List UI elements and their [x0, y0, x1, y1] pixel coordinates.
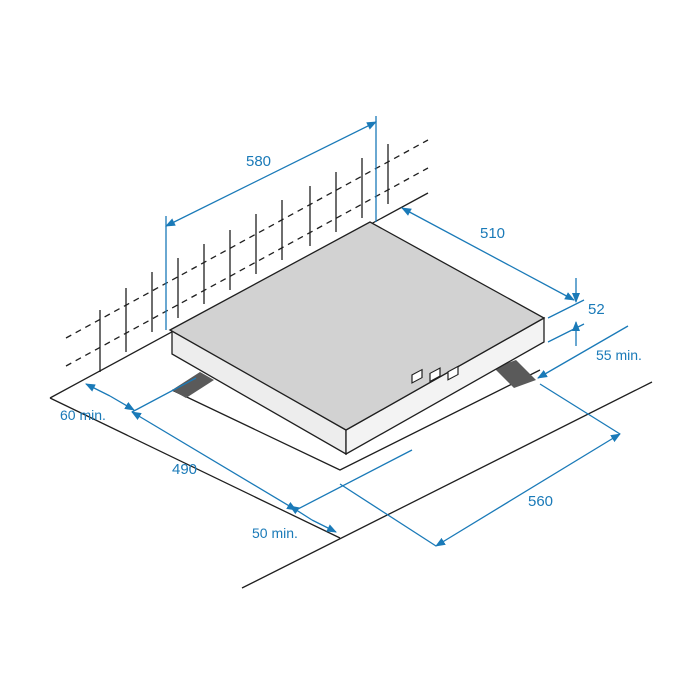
dimension-50-arrow-a — [289, 505, 313, 521]
dimension-52-ext-bottom — [547, 323, 585, 343]
hob-top-surface — [168, 221, 546, 431]
label-front-clearance: 50 min. — [252, 525, 298, 541]
knob-icon — [411, 368, 423, 384]
support-bracket-left — [172, 372, 214, 398]
dimension-60-arrow-b — [109, 395, 135, 411]
label-height: 52 — [588, 301, 605, 318]
dimension-490-line — [131, 411, 297, 511]
extension-line — [131, 377, 197, 413]
label-cutout-depth: 490 — [172, 461, 197, 478]
dimension-labels: 580 510 52 55 min. 60 min. 490 560 50 mi… — [60, 153, 642, 541]
knob-icon — [447, 365, 459, 381]
dimension-lines — [85, 116, 629, 547]
extension-line — [539, 383, 621, 435]
label-depth-top: 510 — [480, 225, 505, 242]
control-knobs — [411, 365, 459, 384]
knob-icon — [429, 367, 441, 383]
dimension-60-arrow-a — [85, 383, 111, 397]
dimension-510-line — [401, 207, 575, 301]
extension-line — [295, 449, 413, 511]
dimension-50-arrow-b — [311, 519, 337, 533]
support-bracket-right — [494, 360, 536, 388]
label-cutout-width: 560 — [528, 493, 553, 510]
label-rear-clearance: 55 min. — [596, 347, 642, 363]
extension-line — [339, 483, 437, 547]
dimension-55-line — [537, 325, 629, 379]
dimension-52-ext-top — [547, 299, 585, 319]
label-width-top: 580 — [246, 153, 271, 170]
label-side-clearance: 60 min. — [60, 407, 106, 423]
dimension-580-line — [165, 121, 377, 227]
dimension-560-line — [435, 433, 621, 547]
